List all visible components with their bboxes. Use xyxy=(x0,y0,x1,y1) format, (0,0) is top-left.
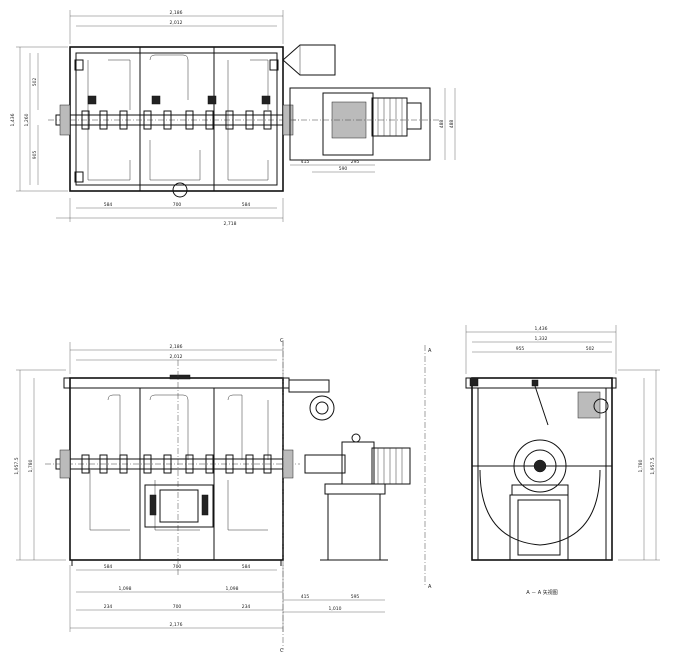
front-dim-overall-length: 2,176 xyxy=(170,622,183,628)
top-dim-motor-3: 590 xyxy=(339,166,348,172)
side-view-caption: A － A 矢视图 xyxy=(526,589,558,596)
top-dim-bottom-2: 700 xyxy=(173,202,182,208)
section-mark-a-bottom: A xyxy=(428,584,432,590)
top-view: 2,186 2,012 1,436 1,260 502 905 584 700 … xyxy=(10,10,456,227)
top-dim-right-2: 488 xyxy=(449,120,455,129)
front-view: 2,186 2,012 1,957.5 1,780 584 700 584 1,… xyxy=(14,338,432,654)
top-dim-bottom-1: 584 xyxy=(104,202,113,208)
section-mark-c-top: C xyxy=(280,338,284,344)
front-dim-b2-1: 1,098 xyxy=(119,586,132,592)
side-dim-sub-1: 955 xyxy=(516,346,525,352)
top-dim-inner-width: 2,012 xyxy=(170,20,183,26)
front-dim-motor-3: 1,010 xyxy=(329,606,342,612)
top-dim-overall-length: 2,718 xyxy=(224,221,237,227)
front-dim-inner-height: 1,780 xyxy=(28,459,34,472)
front-dim-b1-3: 584 xyxy=(242,564,251,570)
side-dim-inner: 1,332 xyxy=(535,336,548,342)
front-dim-b3-2: 700 xyxy=(173,604,182,610)
front-dim-inner-width: 2,012 xyxy=(170,354,183,360)
front-dim-b3-3: 234 xyxy=(242,604,251,610)
top-dim-right-1: 488 xyxy=(439,120,445,129)
front-dim-motor-1: 415 xyxy=(301,594,310,600)
top-dim-left-3: 502 xyxy=(32,78,38,87)
section-mark-c-bottom: C xyxy=(280,648,284,654)
front-dim-b2-2: 1,098 xyxy=(226,586,239,592)
top-view-trough xyxy=(69,46,284,192)
top-dim-bottom-3: 584 xyxy=(242,202,251,208)
front-dim-b1-2: 700 xyxy=(173,564,182,570)
top-dim-left-2: 1,260 xyxy=(24,113,30,126)
front-dim-height: 1,957.5 xyxy=(14,457,20,474)
top-dim-left-4: 905 xyxy=(32,151,38,160)
front-dim-motor-2: 595 xyxy=(351,594,360,600)
front-dim-b3-1: 234 xyxy=(104,604,113,610)
top-dim-overall-width: 2,186 xyxy=(170,10,183,16)
side-dim-sub-2: 502 xyxy=(586,346,595,352)
top-dim-motor-2: 295 xyxy=(351,159,360,165)
front-view-motor xyxy=(371,447,411,485)
top-view-motor-frame xyxy=(289,87,431,161)
side-view: 1,436 1,332 955 502 1,957.5 1,780 A － A … xyxy=(465,325,660,596)
front-dim-b1-1: 584 xyxy=(104,564,113,570)
side-view-drum-hub xyxy=(513,439,567,493)
front-dim-overall-width: 2,186 xyxy=(170,344,183,350)
side-dim-height: 1,957.5 xyxy=(650,457,656,474)
section-mark-a-top: A xyxy=(428,348,432,354)
side-dim-inner-height: 1,780 xyxy=(638,459,644,472)
top-dim-motor-1: 415 xyxy=(301,159,310,165)
side-dim-overall: 1,436 xyxy=(535,326,548,332)
top-dim-left-1: 1,436 xyxy=(10,113,16,126)
